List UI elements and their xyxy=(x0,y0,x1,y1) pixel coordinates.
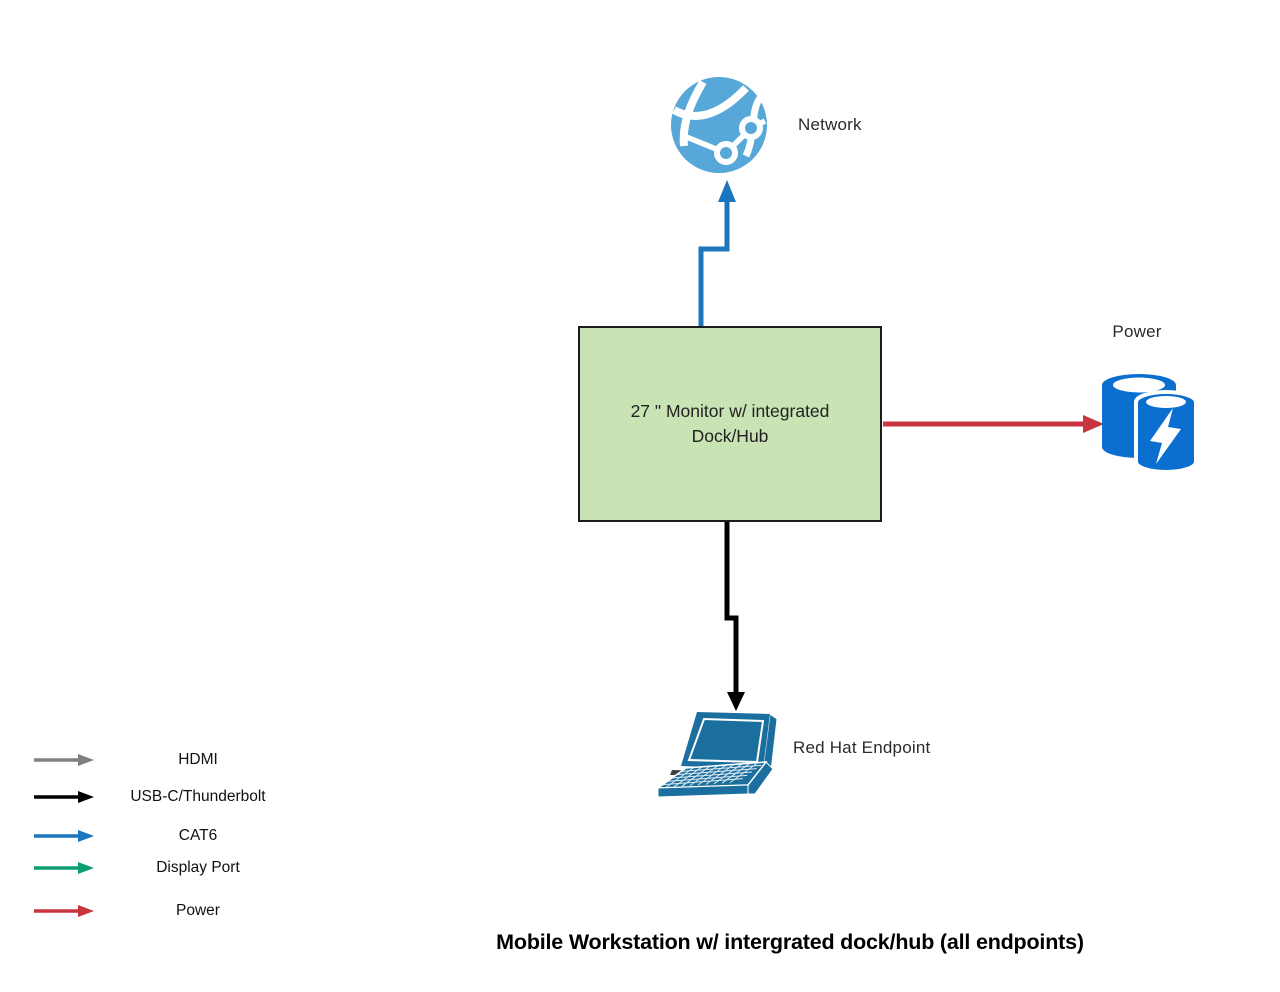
power-arrow-icon xyxy=(34,905,94,917)
monitor-dock-node: 27 " Monitor w/ integrated Dock/Hub xyxy=(578,326,882,522)
legend-label-cat6: CAT6 xyxy=(178,827,218,844)
endpoint-node-label: Red Hat Endpoint xyxy=(793,738,931,757)
power-node-label: Power xyxy=(1112,322,1162,341)
cat6-connector-line xyxy=(698,200,730,327)
lightning-bolt-glyph xyxy=(1150,408,1181,464)
legend-label-hdmi: HDMI xyxy=(178,751,218,768)
usbc-connector-line xyxy=(724,522,739,693)
legend: HDMI USB-C/Thunderbolt CAT6 Display Port xyxy=(0,0,320,992)
legend-item-power: Power xyxy=(0,900,320,922)
globe-network-icon xyxy=(671,77,767,173)
usbc-arrow-icon xyxy=(34,791,94,803)
legend-label-display-port: Display Port xyxy=(156,859,240,876)
legend-item-cat6: CAT6 xyxy=(0,825,320,847)
display-port-arrow-icon xyxy=(34,862,94,874)
monitor-dock-label: 27 " Monitor w/ integrated Dock/Hub xyxy=(630,400,830,446)
legend-item-display-port: Display Port xyxy=(0,857,320,879)
laptop-icon xyxy=(648,712,793,798)
network-node-label: Network xyxy=(798,115,862,134)
legend-label-usbc: USB-C/Thunderbolt xyxy=(130,788,266,805)
cat6-connector-arrowhead xyxy=(718,180,736,202)
power-supply-icon xyxy=(1102,374,1198,474)
diagram-title: Mobile Workstation w/ intergrated dock/h… xyxy=(496,930,1084,954)
cat6-arrow-icon xyxy=(34,830,94,842)
legend-item-hdmi: HDMI xyxy=(0,749,320,771)
legend-item-usbc: USB-C/Thunderbolt xyxy=(0,786,320,808)
hdmi-arrow-icon xyxy=(34,754,94,766)
legend-label-power: Power xyxy=(176,902,220,919)
